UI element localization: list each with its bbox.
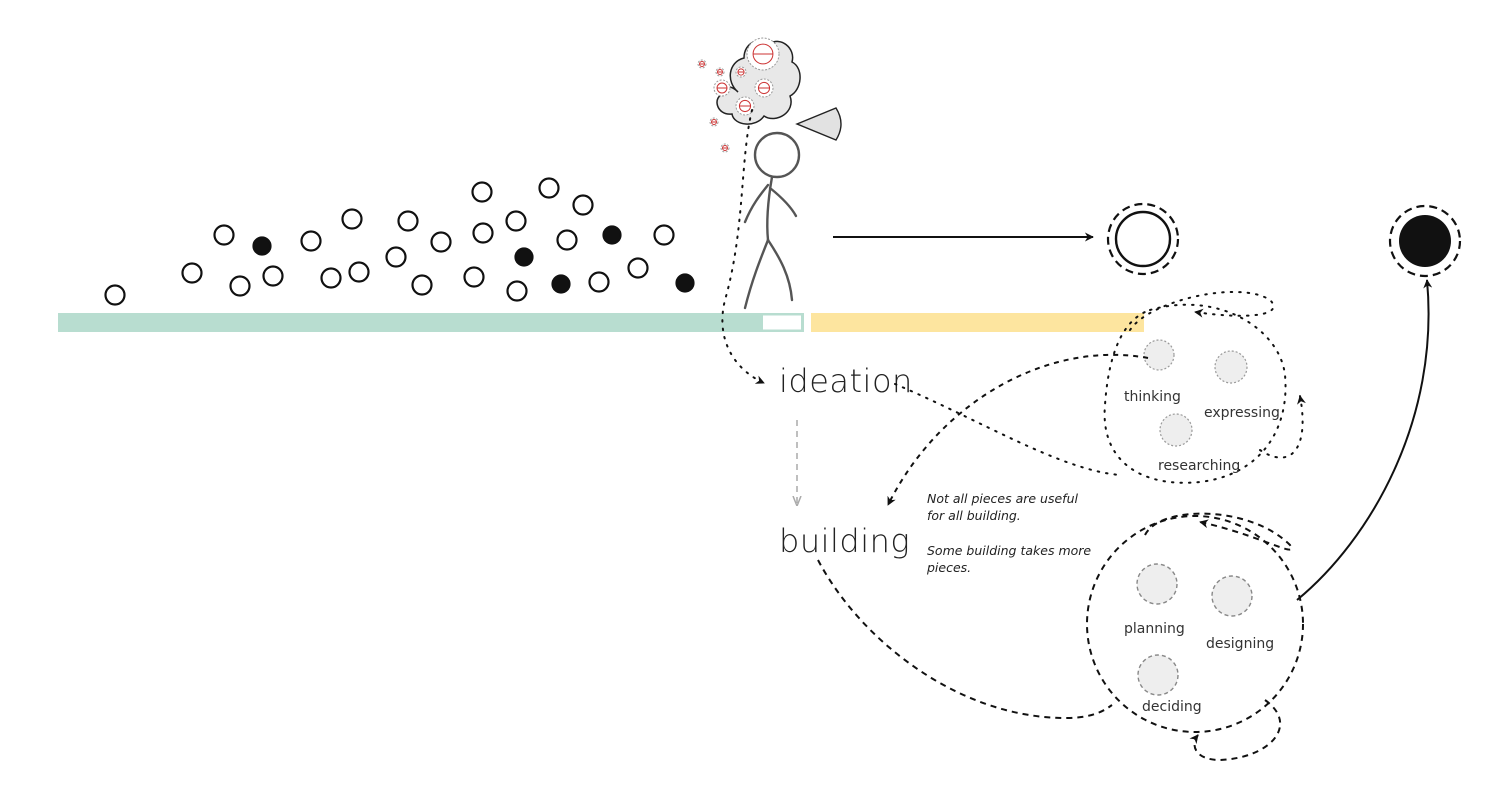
output-filled-circle <box>1388 204 1462 278</box>
empty-piece <box>411 274 433 296</box>
empty-piece <box>229 275 251 297</box>
empty-piece <box>538 177 560 199</box>
empty-piece <box>588 271 610 293</box>
idea-bubble <box>735 66 747 78</box>
timeline <box>58 313 1144 332</box>
note-line-1: Not all pieces are useful <box>927 491 1079 506</box>
idea-bubble <box>746 37 780 71</box>
researching-bubble <box>1159 413 1193 447</box>
researching-label: researching <box>1158 458 1240 474</box>
cluster-to-building-arc <box>887 353 1149 506</box>
vision-cone-icon <box>795 107 842 141</box>
ideation-to-cluster-link <box>894 383 1121 476</box>
building-cluster-boundary <box>1086 515 1304 733</box>
pieces-field <box>104 177 695 306</box>
empty-piece <box>556 229 578 251</box>
ideation-loop-top <box>1129 291 1275 331</box>
empty-piece <box>472 222 494 244</box>
empty-piece <box>653 224 675 246</box>
building-notes: Not all pieces are useful for all buildi… <box>926 491 1091 575</box>
idea-bubble <box>735 96 755 116</box>
building-label: building <box>779 522 910 560</box>
empty-piece <box>348 261 370 283</box>
empty-piece <box>181 262 203 284</box>
idea-bubble <box>720 143 730 153</box>
idea-bubble <box>713 79 731 97</box>
note-line-4: pieces. <box>926 560 971 575</box>
empty-piece <box>572 194 594 216</box>
empty-piece <box>463 266 485 288</box>
note-line-3: Some building takes more <box>927 543 1091 558</box>
empty-piece <box>505 210 527 232</box>
ideation-label: ideation <box>779 362 913 400</box>
planning-bubble <box>1136 563 1178 605</box>
empty-piece <box>104 284 126 306</box>
idea-bubble <box>697 59 707 69</box>
building-timeline-bar <box>811 313 1144 332</box>
building-loop-top <box>1144 512 1293 551</box>
designing-label: designing <box>1206 636 1274 652</box>
timeline-current-marker <box>761 313 803 332</box>
note-line-2: for all building. <box>927 508 1021 523</box>
building-to-output-arrow <box>1296 279 1433 601</box>
ideation-loop-right <box>1259 395 1306 459</box>
building-to-cluster-arc <box>817 559 1113 720</box>
deciding-bubble <box>1137 654 1179 696</box>
filled-piece <box>514 247 534 267</box>
deciding-label: deciding <box>1142 699 1202 715</box>
ideation-cluster: thinking expressing researching <box>1103 291 1306 484</box>
output-empty-circle <box>1106 202 1180 276</box>
thinking-bubble <box>1143 339 1175 371</box>
expressing-bubble <box>1214 350 1248 384</box>
empty-piece <box>300 230 322 252</box>
thought-cloud-icon <box>697 37 801 153</box>
empty-piece <box>385 246 407 268</box>
ideation-timeline-bar <box>58 313 804 332</box>
empty-piece <box>320 267 342 289</box>
designing-bubble <box>1211 575 1253 617</box>
person-walking-icon <box>743 131 801 310</box>
building-cluster: planning designing deciding <box>1086 512 1304 762</box>
empty-piece <box>471 181 493 203</box>
building-loop-bottom <box>1189 699 1281 762</box>
idea-bubble <box>709 117 719 127</box>
thinking-label: thinking <box>1124 389 1181 405</box>
filled-piece <box>252 236 272 256</box>
planning-label: planning <box>1124 621 1185 637</box>
empty-piece <box>213 224 235 246</box>
empty-piece <box>262 265 284 287</box>
empty-piece <box>341 208 363 230</box>
empty-piece <box>397 210 419 232</box>
expressing-label: expressing <box>1204 405 1280 421</box>
empty-piece <box>506 280 528 302</box>
filled-piece <box>675 273 695 293</box>
idea-bubble <box>754 78 774 98</box>
idea-bubble <box>715 67 725 77</box>
filled-piece <box>551 274 571 294</box>
filled-piece <box>602 225 622 245</box>
empty-piece <box>430 231 452 253</box>
empty-piece <box>627 257 649 279</box>
